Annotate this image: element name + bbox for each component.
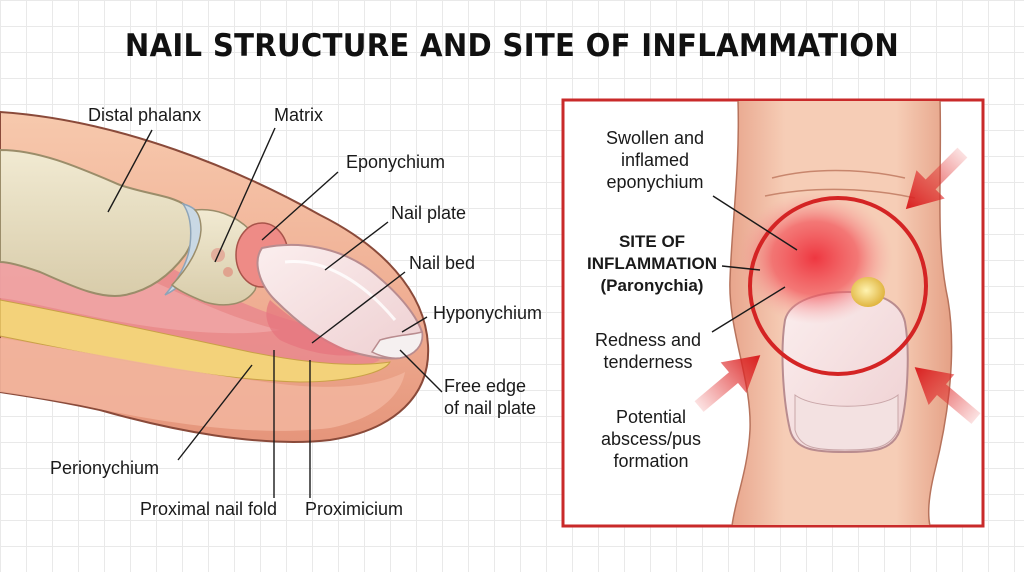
label-site-2: INFLAMMATION	[587, 254, 717, 273]
arrow-icon	[905, 147, 968, 210]
label-swollen: Swollen and	[606, 128, 704, 148]
labels-right: Swollen and inflamed eponychium SITE OF …	[587, 128, 717, 471]
label-eponychium: Eponychium	[346, 152, 445, 172]
pus-spot	[851, 277, 885, 307]
label-distal-phalanx: Distal phalanx	[88, 105, 201, 125]
label-proximal-nail-fold: Proximal nail fold	[140, 499, 277, 519]
label-swollen-2: inflamed	[621, 150, 689, 170]
label-site-3: (Paronychia)	[601, 276, 704, 295]
leader-lines-left	[107, 127, 443, 498]
label-site: SITE OF	[619, 232, 685, 251]
finger-cross-section	[0, 110, 430, 443]
label-free-edge: Free edge	[444, 376, 526, 396]
label-abscess-3: formation	[613, 451, 688, 471]
page-title: NAIL STRUCTURE AND SITE OF INFLAMMATION	[124, 28, 900, 64]
arrow-icon	[914, 367, 981, 424]
inflammation-circle	[748, 196, 928, 376]
label-redness: Redness and	[595, 330, 701, 350]
label-nail-plate: Nail plate	[391, 203, 466, 223]
label-proximicium: Proximicium	[305, 499, 403, 519]
label-swollen-3: eponychium	[606, 172, 703, 192]
label-redness-2: tenderness	[603, 352, 692, 372]
label-free-edge-2: of nail plate	[444, 398, 536, 418]
label-abscess-2: abscess/pus	[601, 429, 701, 449]
nail-bed	[266, 300, 360, 356]
label-nail-bed: Nail bed	[409, 253, 475, 273]
label-hyponychium: Hyponychium	[433, 303, 542, 323]
label-perionychium: Perionychium	[50, 458, 159, 478]
label-abscess: Potential	[616, 407, 686, 427]
pressure-arrows	[694, 147, 981, 424]
distal-phalanx-bone	[0, 148, 196, 297]
inflammation-inset	[561, 98, 985, 528]
arrow-icon	[694, 355, 761, 412]
labels-left: Distal phalanx Matrix Eponychium Nail pl…	[50, 105, 542, 519]
label-matrix: Matrix	[274, 105, 323, 125]
leader-lines-right	[711, 195, 798, 333]
